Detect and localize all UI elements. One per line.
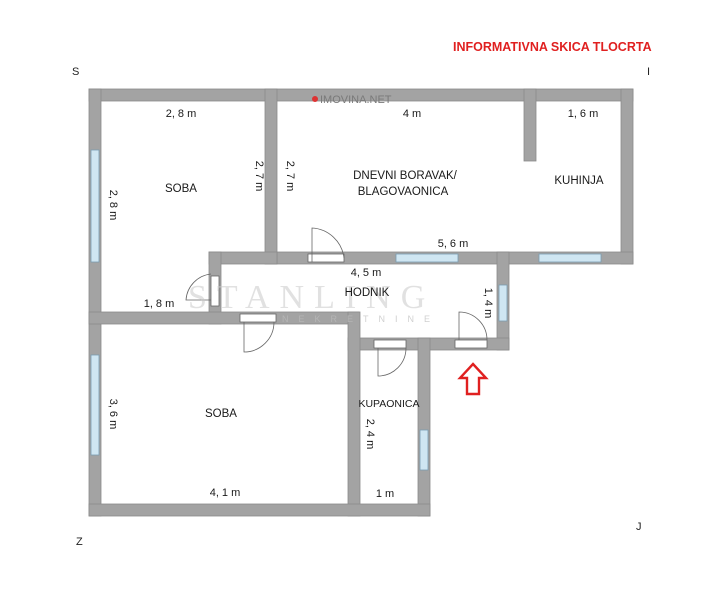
watermark-agency-sub: NEKRETNINE <box>282 314 440 324</box>
dim-soba-top-depth-right: 2, 7 m <box>253 161 265 192</box>
compass-north-west: S <box>72 66 80 78</box>
wall-soba-living <box>264 88 278 265</box>
compass-north-east: I <box>647 66 651 78</box>
watermark-agency: STANLING <box>188 279 435 316</box>
compass-south-west: Z <box>76 536 83 548</box>
door-gap-soba-top <box>210 275 220 307</box>
windows <box>90 149 602 471</box>
dim-hallway-depth: 1, 4 m <box>482 288 494 319</box>
watermark: STANLING NEKRETNINE IMOVINA.NET <box>188 94 440 324</box>
window-bath <box>419 429 429 471</box>
window-soba-bottom <box>90 354 100 456</box>
room-label-living-2: BLAGOVAONICA <box>358 186 449 198</box>
wall-kitchen-stub <box>523 88 537 162</box>
entrance-arrow-icon <box>457 362 489 396</box>
door-swing-bath <box>377 347 407 377</box>
dim-hall-nook: 1, 8 m <box>144 298 175 310</box>
room-label-kitchen: KUHINJA <box>554 175 604 187</box>
door-gap-soba-bottom <box>239 313 277 323</box>
watermark-site: IMOVINA.NET <box>320 94 392 106</box>
room-label-living-1: DNEVNI BORAVAK/ <box>353 170 458 182</box>
plan-title: INFORMATIVNA SKICA TLOCRTA <box>453 40 652 54</box>
door-gap-living <box>307 253 345 263</box>
room-label-soba-bottom: SOBA <box>205 408 237 420</box>
door-swing-soba-top <box>185 273 212 301</box>
dim-soba-top-width: 2, 8 m <box>166 108 197 120</box>
door-gap-entrance <box>454 339 488 349</box>
room-label-hallway: HODNIK <box>345 287 390 299</box>
door-gap-bath <box>373 339 407 349</box>
dimension-labels: 2, 8 m 2, 8 m 2, 7 m 4 m 2, 7 m 5, 6 m 1… <box>107 108 598 500</box>
wall-bath-right <box>417 337 431 517</box>
dim-hallway-width: 4, 5 m <box>351 267 382 279</box>
window-hall <box>498 284 508 322</box>
dim-soba-top-depth-left: 2, 8 m <box>107 190 119 221</box>
room-labels: SOBA DNEVNI BORAVAK/ BLAGOVAONICA KUHINJ… <box>165 170 604 420</box>
room-label-bathroom: KUPAONICA <box>358 398 419 410</box>
window-living <box>395 253 459 263</box>
door-swing-entrance <box>458 311 488 341</box>
door-swing-soba-bottom <box>243 321 275 353</box>
window-kitchen <box>538 253 602 263</box>
dim-living-width-bottom: 5, 6 m <box>438 238 469 250</box>
dim-bathroom-depth: 2, 4 m <box>364 419 376 450</box>
doors <box>185 227 488 377</box>
dim-soba-bottom-width: 4, 1 m <box>210 487 241 499</box>
compass-south-east: J <box>636 521 642 533</box>
wall-soba-bath <box>347 311 361 517</box>
dim-living-depth: 2, 7 m <box>284 161 296 192</box>
dim-bathroom-width: 1 m <box>376 488 394 500</box>
dim-living-width-top: 4 m <box>403 108 421 120</box>
location-pin-icon <box>312 96 318 102</box>
wall-bottom <box>88 503 431 517</box>
room-label-soba-top: SOBA <box>165 183 197 195</box>
door-swing-living <box>311 227 345 262</box>
wall-right <box>620 88 634 265</box>
dim-kitchen-width: 1, 6 m <box>568 108 599 120</box>
dim-soba-bottom-depth: 3, 6 m <box>107 399 119 430</box>
window-soba-top <box>90 149 100 263</box>
